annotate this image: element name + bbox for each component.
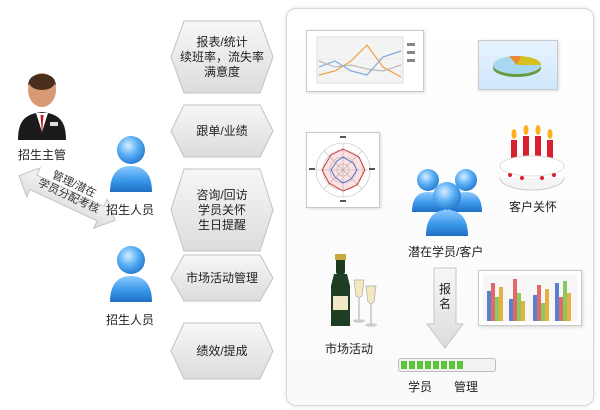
process-step-text: 绩效/提成 bbox=[170, 322, 274, 380]
student-progress-bar bbox=[398, 358, 496, 372]
process-step-4: 市场活动管理 bbox=[170, 254, 274, 302]
person-icon bbox=[110, 136, 152, 192]
birthday-cake-icon bbox=[499, 125, 565, 191]
customer-care-label: 客户关怀 bbox=[509, 200, 558, 214]
staff-figure-1 bbox=[108, 132, 154, 194]
radar-chart-thumbnail bbox=[306, 132, 380, 208]
assignment-arrow bbox=[8, 158, 126, 238]
enroll-arrow bbox=[426, 266, 464, 350]
process-step-line: 学员关怀 bbox=[197, 202, 246, 217]
hexagon-arrow-icon bbox=[170, 20, 274, 94]
market-activity-figure bbox=[326, 250, 382, 332]
process-step-line: 报表/统计 bbox=[196, 34, 248, 49]
champagne-icon bbox=[331, 254, 377, 327]
line-chart-thumbnail bbox=[306, 30, 424, 92]
process-step-text: 跟单/业绩 bbox=[170, 104, 274, 158]
market-activity-label: 市场活动 bbox=[325, 342, 374, 356]
student-label: 学员 bbox=[408, 380, 433, 394]
process-step-line: 满意度 bbox=[203, 64, 240, 79]
line-chart-icon bbox=[316, 36, 415, 84]
bar-chart-thumbnail bbox=[478, 270, 582, 326]
process-step-text: 市场活动管理 bbox=[170, 254, 274, 302]
hexagon-arrow-icon bbox=[170, 322, 274, 380]
process-step-3: 咨询/回访学员关怀生日提醒 bbox=[170, 168, 274, 252]
process-step-line: 生日提醒 bbox=[197, 217, 246, 232]
process-step-text: 报表/统计续班率，流失率满意度 bbox=[170, 20, 274, 94]
process-step-line: 续班率，流失率 bbox=[179, 49, 264, 64]
process-step-2: 跟单/业绩 bbox=[170, 104, 274, 158]
staff-label-2: 招生人员 bbox=[106, 313, 155, 327]
hexagon-arrow-icon bbox=[170, 104, 274, 158]
process-step-5: 绩效/提成 bbox=[170, 322, 274, 380]
enroll-label: 报名 bbox=[438, 282, 451, 311]
process-step-1: 报表/统计续班率，流失率满意度 bbox=[170, 20, 274, 94]
bar-chart-icon bbox=[483, 275, 577, 321]
progress-segments bbox=[399, 359, 495, 371]
person-icon bbox=[110, 246, 152, 302]
prospects-label: 潜在学员/客户 bbox=[408, 245, 484, 259]
director-figure bbox=[14, 52, 70, 142]
management-label: 管理 bbox=[454, 380, 479, 394]
prospects-figure bbox=[410, 166, 484, 238]
hexagon-arrow-icon bbox=[170, 254, 274, 302]
businessman-icon bbox=[18, 73, 66, 140]
director-label: 招生主管 bbox=[18, 148, 67, 162]
process-step-text: 咨询/回访学员关怀生日提醒 bbox=[170, 168, 274, 252]
pie-chart-thumbnail bbox=[478, 40, 558, 90]
pie-chart-icon bbox=[493, 55, 542, 77]
group-icon bbox=[412, 169, 482, 236]
down-arrow-icon bbox=[426, 267, 464, 349]
hexagon-arrow-icon bbox=[170, 168, 274, 252]
customer-care-figure bbox=[496, 120, 568, 196]
staff-figure-2 bbox=[108, 242, 154, 304]
process-step-line: 绩效/提成 bbox=[196, 343, 248, 358]
double-arrow-icon bbox=[18, 166, 116, 230]
process-step-line: 跟单/业绩 bbox=[196, 123, 248, 138]
process-step-line: 咨询/回访 bbox=[196, 187, 248, 202]
radar-chart-icon bbox=[309, 136, 375, 202]
process-step-line: 市场活动管理 bbox=[185, 270, 258, 285]
staff-label-1: 招生人员 bbox=[106, 203, 155, 217]
